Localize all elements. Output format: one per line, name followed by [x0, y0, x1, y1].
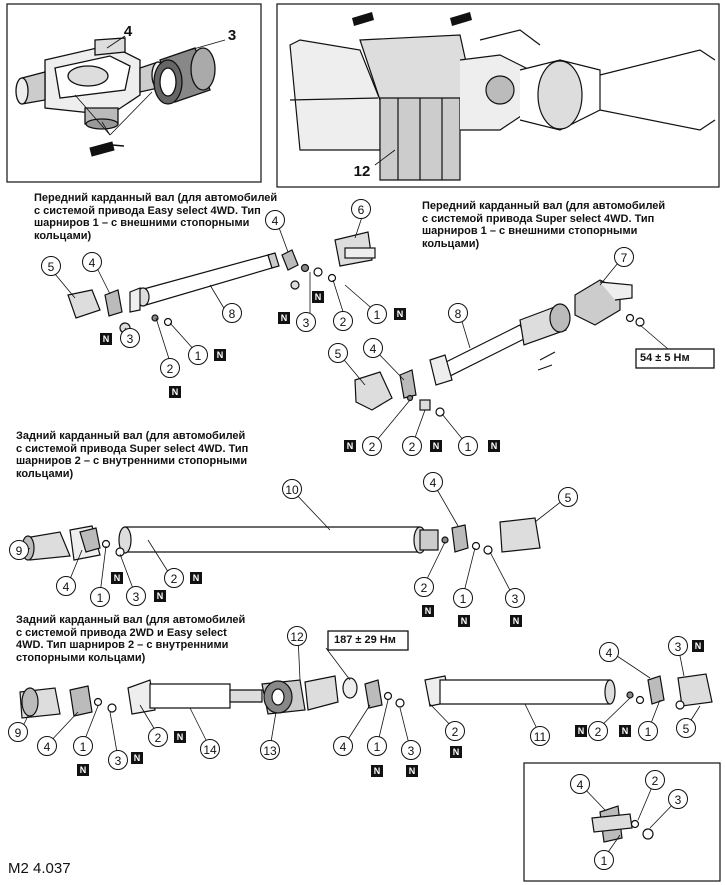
callout-fe-yoke2: 6	[351, 199, 371, 219]
front-shaft-easy	[67, 231, 376, 334]
callout-r2-cross3: 4	[599, 642, 619, 662]
new-part-mark: N	[102, 334, 110, 344]
new-part-mark: N	[512, 616, 520, 626]
callout-cross: 4	[123, 23, 133, 40]
callout-fe-cup2: 3	[296, 312, 316, 332]
callout-r2-cup2: 3	[401, 740, 421, 760]
callout-rs-cross2: 4	[423, 472, 443, 492]
callout-r2-ring2: 1	[367, 736, 387, 756]
caption-rear-2wd: Задний карданный вал (для автомобилей с …	[16, 614, 246, 664]
callout-rs-ring2: 1	[453, 588, 473, 608]
callout-fs-cup: 2	[402, 436, 422, 456]
callout-r2-bearing: 12	[287, 626, 307, 646]
callout-fe-snap: 2	[160, 358, 180, 378]
callout-inset-ring: 1	[594, 850, 614, 870]
torque-box-front	[635, 348, 715, 369]
callout-r2-cup: 3	[108, 750, 128, 770]
new-part-mark: N	[280, 313, 288, 323]
inset-top-center	[276, 3, 720, 188]
callout-fs-yoke: 5	[328, 343, 348, 363]
new-part-mark: N	[396, 309, 404, 319]
callout-r2-ring: 1	[73, 736, 93, 756]
front-shaft-super	[354, 279, 645, 417]
inset-top-left	[6, 3, 262, 183]
new-part-mark: N	[171, 387, 179, 397]
new-part-mark: N	[113, 573, 121, 583]
callout-bearing-cup: 3	[227, 27, 237, 44]
inset-bottom-right	[523, 762, 721, 882]
new-part-mark: N	[424, 606, 432, 616]
torque-center-bearing: 187 ± 29 Нм	[334, 634, 396, 646]
torque-front-flange: 54 ± 5 Нм	[640, 352, 690, 364]
callout-damper: 12	[353, 163, 371, 180]
callout-rs-snap: 2	[164, 568, 184, 588]
callout-r2-shaft2: 11	[530, 726, 550, 746]
new-part-mark: N	[432, 441, 440, 451]
callout-rs-yoke: 5	[558, 487, 578, 507]
new-part-mark: N	[216, 350, 224, 360]
new-part-mark: N	[460, 616, 468, 626]
callout-fe-cross2: 4	[265, 210, 285, 230]
callout-fe-shaft: 8	[222, 303, 242, 323]
callout-fs-ring: 1	[458, 436, 478, 456]
callout-r2-support: 13	[260, 740, 280, 760]
callout-fs-shaft: 8	[448, 303, 468, 323]
callout-r2-snap: 2	[148, 727, 168, 747]
new-part-mark: N	[621, 726, 629, 736]
callout-r2-shaft: 14	[200, 739, 220, 759]
rear-shaft-super	[21, 517, 541, 561]
callout-fs-cross: 4	[363, 338, 383, 358]
callout-fs-snap: 2	[362, 436, 382, 456]
callout-fe-cup: 3	[120, 328, 140, 348]
new-part-mark: N	[373, 766, 381, 776]
callout-inset-snap: 2	[645, 770, 665, 790]
callout-fe-ring2: 1	[367, 304, 387, 324]
callout-r2-snap2: 2	[445, 721, 465, 741]
callout-fe-cross: 4	[82, 252, 102, 272]
caption-front-super: Передний карданный вал (для автомобилей …	[422, 200, 666, 250]
callout-r2-cup3: 3	[668, 636, 688, 656]
callout-inset-cup: 3	[668, 789, 688, 809]
new-part-mark: N	[694, 641, 702, 651]
callout-fe-yoke: 5	[41, 256, 61, 276]
new-part-mark: N	[314, 292, 322, 302]
caption-front-easy: Передний карданный вал (для автомобилей …	[34, 192, 278, 242]
callout-rs-cup2: 3	[505, 588, 525, 608]
new-part-mark: N	[176, 732, 184, 742]
caption-rear-super: Задний карданный вал (для автомобилей с …	[16, 430, 249, 480]
callout-r2-snap3: 2	[588, 721, 608, 741]
new-part-mark: N	[577, 726, 585, 736]
new-part-mark: N	[346, 441, 354, 451]
bearing-cup-drawing	[153, 47, 216, 105]
callout-fs-flange: 7	[614, 247, 634, 267]
new-part-mark: N	[192, 573, 200, 583]
new-part-mark: N	[133, 753, 141, 763]
callout-inset-cross: 4	[570, 774, 590, 794]
rear-shaft-2wd	[19, 673, 713, 719]
grease-gun-icon-2	[352, 12, 472, 26]
cross-block-drawing	[15, 37, 165, 130]
callout-rs-cross: 4	[56, 576, 76, 596]
callout-rs-ring: 1	[90, 587, 110, 607]
callout-r2-flange: 9	[8, 722, 28, 742]
callout-r2-cross2: 4	[333, 736, 353, 756]
new-part-mark: N	[452, 747, 460, 757]
callout-fe-ring: 1	[188, 345, 208, 365]
callout-rs-cup: 3	[126, 586, 146, 606]
callout-fe-snap2: 2	[333, 311, 353, 331]
new-part-mark: N	[156, 591, 164, 601]
callout-r2-cross: 4	[37, 736, 57, 756]
grease-gun-icon	[74, 91, 153, 157]
new-part-mark: N	[79, 765, 87, 775]
callout-rs-flange: 9	[9, 540, 29, 560]
callout-r2-ring3: 1	[638, 721, 658, 741]
new-part-mark: N	[490, 441, 498, 451]
callout-r2-yoke: 5	[676, 718, 696, 738]
figure-code: M2 4.037	[8, 860, 71, 877]
callout-rs-snap2: 2	[414, 577, 434, 597]
new-part-mark: N	[408, 766, 416, 776]
torque-box-center	[327, 630, 409, 651]
callout-rs-shaft: 10	[282, 479, 302, 499]
